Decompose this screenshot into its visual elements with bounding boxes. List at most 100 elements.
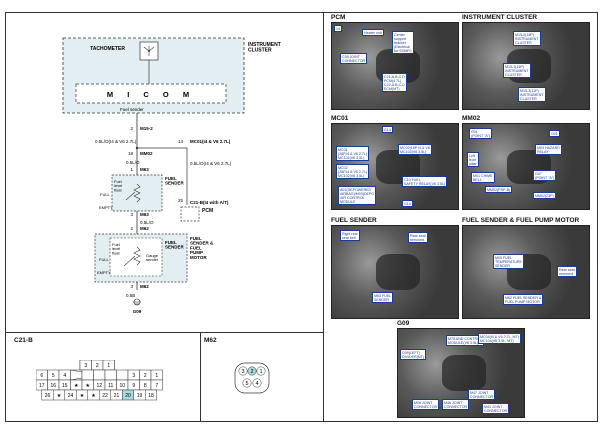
c21b-pin: 19	[137, 393, 143, 399]
component-photo-5: M05 FUEL TEMPERATURE SENDER Rear seat rem…	[462, 225, 590, 319]
photo-callout: MC02 (28P,I4 & V6 2.7L) MC102(V6 3.5L)	[336, 164, 370, 179]
svg-text:2: 2	[130, 226, 133, 231]
c21b-pin: 10	[119, 383, 125, 389]
photo-callout: G09(LEFT) DIVIDER(MT)	[400, 349, 427, 360]
m62-pin: 5	[245, 381, 248, 387]
g09-label: G09	[133, 309, 142, 314]
page-frame	[5, 12, 598, 422]
mm02-label: MM02	[140, 151, 153, 156]
photo-callout: M15-1(15P) INSTRUMENT CLUSTER	[503, 63, 531, 78]
svg-text:0.5L/O(I4 & V6 2.7L): 0.5L/O(I4 & V6 2.7L)	[95, 139, 137, 144]
photo-shape	[376, 253, 421, 291]
photo-callout: G01 (POINT "A")	[469, 128, 493, 139]
m63b-label: M63	[140, 212, 149, 217]
c21b-pin: 16	[50, 383, 56, 389]
photo-callout: G14	[402, 200, 413, 207]
m15-2-label: M15-2	[140, 126, 153, 131]
svg-text:25: 25	[178, 198, 184, 203]
divider-connectors	[200, 332, 201, 422]
c21b-title: C21-B	[14, 337, 33, 344]
photo-callout: MC01 (28P,I4 & V6 2.7L) MC101(V6 3.5L)	[336, 146, 370, 161]
photo-callout: Rear seat removed	[557, 266, 577, 277]
photo-callout: M01 CHIME BELL	[471, 172, 495, 183]
svg-text:18: 18	[128, 151, 134, 156]
photo-title-1: INSTRUMENT CLUSTER	[462, 14, 538, 21]
photo-callout: M41 JOINT CONNECTOR	[482, 403, 510, 414]
c21b-pin: 4	[63, 373, 66, 379]
photo-callout: M05 FUEL TEMPERATURE SENDER	[493, 254, 524, 269]
m62-pin: 2	[250, 369, 253, 375]
photo-callout: M06 JOINT CONNECTOR	[412, 399, 440, 410]
m62-title: M62	[204, 337, 217, 344]
m62b-label: M62	[140, 284, 149, 289]
c21b-pin: 9	[132, 383, 135, 389]
c21b-pin: 20	[125, 393, 131, 399]
m62-pin: 4	[255, 381, 258, 387]
c21b-pin: ★	[80, 393, 85, 399]
photo-callout: M63 FUEL SENDER	[372, 292, 394, 303]
mc01-label: MC01(I4 & V6 2.7L)	[190, 139, 231, 144]
m62-pin: 3	[241, 369, 244, 375]
c21b-pin: 26	[45, 393, 51, 399]
photo-callout: M46 JOINT CONNECTOR	[442, 399, 470, 410]
photo-callout: M47 JOINT CONNECTOR	[468, 389, 496, 400]
svg-text:EMPTY: EMPTY	[99, 205, 113, 210]
svg-text:14: 14	[178, 139, 184, 144]
photo-callout: MM02(23P)	[533, 192, 556, 199]
fuel-sender-signal: Fuel sender	[120, 107, 144, 112]
photo-callout: G14	[382, 126, 393, 133]
c21b-pin: 15	[62, 383, 68, 389]
svg-text:EMPTY: EMPTY	[97, 270, 111, 275]
c21b-pin: 1	[155, 373, 158, 379]
c21b-pin: 11	[108, 383, 113, 389]
photo-callout: M62 FUEL SENDER & FUEL PUMP MOTOR	[503, 294, 544, 305]
photo-callout: G07 (POINT "A")	[533, 170, 557, 181]
svg-text:FULL: FULL	[100, 192, 111, 197]
pcm-box	[180, 206, 200, 222]
photo-callout: C21-A,B,C,D PCM(4.7L) C22-A,B,C,D ECM(MT…	[382, 73, 407, 92]
c21b-pin: ★	[91, 393, 96, 399]
m63-label: M63	[140, 167, 149, 172]
photo-title-5: FUEL SENDER & FUEL PUMP MOTOR	[462, 217, 580, 224]
c21b-pin: ★	[74, 383, 79, 389]
micom-box	[75, 83, 227, 104]
photo-callout: 14	[334, 25, 342, 32]
svg-text:0.5L/O(I4 & V6 2.7L): 0.5L/O(I4 & V6 2.7L)	[190, 161, 232, 166]
c21b-pin: 2	[144, 373, 147, 379]
divider-vertical	[323, 12, 324, 422]
m62-label: M62	[140, 226, 149, 231]
c21b-pin: 5	[52, 373, 55, 379]
svg-text:2: 2	[130, 126, 133, 131]
c21b-pin: 22	[102, 393, 108, 399]
photo-title-4: FUEL SENDER	[331, 217, 377, 224]
photo-callout: M15-3(11P) INSTRUMENT CLUSTER	[518, 87, 546, 102]
tachometer-label: TACHOMETER	[90, 46, 125, 52]
photo-callout: MC04(I4 & V6 2.7L, MT) MC104(V6 3.5L, MT…	[478, 333, 521, 344]
c21b-pin: ★	[57, 393, 62, 399]
c21b-pin: 3	[84, 363, 87, 369]
photo-title-2: MC01	[331, 115, 349, 122]
c21b-pin: 3	[132, 373, 135, 379]
component-photo-6: G09(LEFT) DIVIDER(MT)M75 AND CONTROL MOD…	[397, 328, 525, 418]
ground-icon	[133, 298, 141, 306]
photo-callout: G01	[549, 130, 560, 137]
c21b-pin: ★	[86, 383, 91, 389]
c21b-pin: 8	[144, 383, 147, 389]
photo-callout: Rear seat removed	[408, 232, 428, 243]
photo-callout: MC02(16P I4 & V6 MC102(V6 3.5L)	[398, 144, 432, 155]
c21b-pin: 1	[107, 363, 110, 369]
svg-text:FULL: FULL	[99, 257, 110, 262]
